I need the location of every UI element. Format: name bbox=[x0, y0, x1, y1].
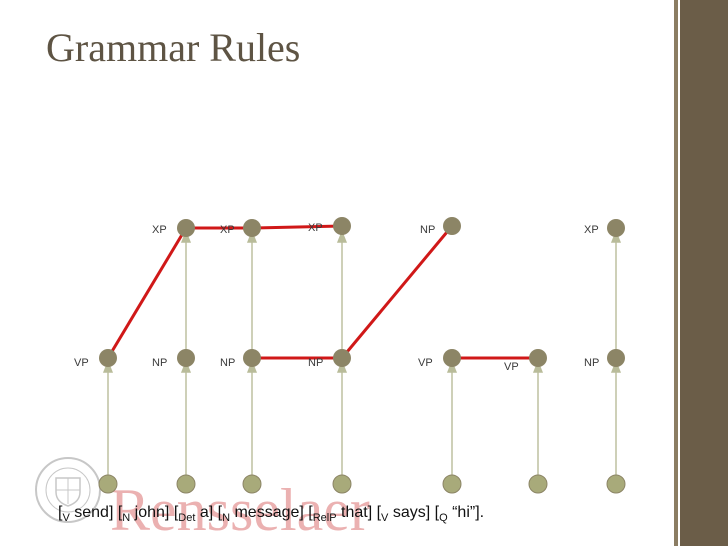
sentence-token: [V says] bbox=[372, 504, 431, 525]
node-top-2 bbox=[243, 219, 261, 237]
mid-label: VP bbox=[504, 361, 519, 373]
slide-title: Grammar Rules bbox=[46, 25, 301, 70]
mid-label: NP bbox=[220, 357, 235, 369]
sidebar-edge bbox=[674, 0, 678, 546]
node-bottom-3 bbox=[242, 474, 262, 494]
node-top-5 bbox=[607, 219, 625, 237]
red-edges bbox=[106, 224, 538, 360]
mid-nodes bbox=[99, 349, 625, 367]
sentence-token: [V send] bbox=[58, 504, 114, 525]
top-nodes bbox=[177, 217, 625, 237]
node-mid-7 bbox=[607, 349, 625, 367]
bottom-nodes bbox=[98, 474, 626, 494]
mid-label: VP bbox=[74, 357, 89, 369]
sidebar-decoration bbox=[680, 0, 728, 546]
node-top-4 bbox=[443, 217, 461, 235]
mid-label: VP bbox=[418, 357, 433, 369]
top-label: XP bbox=[152, 224, 167, 236]
sentence-token: [N john] bbox=[113, 504, 170, 525]
node-mid-2 bbox=[177, 349, 195, 367]
tagged-sentence: [V send] [N john] [Det a] [N message] [R… bbox=[58, 504, 484, 524]
node-mid-3 bbox=[243, 349, 261, 367]
mid-label: NP bbox=[584, 357, 599, 369]
edge-xp-to-xp-2 bbox=[251, 224, 343, 230]
node-mid-1 bbox=[99, 349, 117, 367]
node-top-1 bbox=[177, 219, 195, 237]
edge-np-to-np-top bbox=[340, 225, 454, 359]
sentence-token: [N message] bbox=[213, 504, 304, 525]
sentence-token: [Det a] bbox=[169, 504, 214, 525]
sentence-token: [Q “hi”]. bbox=[430, 504, 485, 525]
node-bottom-7 bbox=[606, 474, 626, 494]
node-bottom-5 bbox=[442, 474, 462, 494]
mid-label: NP bbox=[152, 357, 167, 369]
node-top-3 bbox=[333, 217, 351, 235]
top-label: XP bbox=[584, 224, 599, 236]
mid-labels: VP NP NP NP VP VP NP bbox=[74, 357, 599, 373]
top-labels: XP XP XP NP XP bbox=[152, 222, 599, 236]
node-mid-6 bbox=[529, 349, 547, 367]
sentence-token: [RelP that] bbox=[303, 504, 373, 525]
node-bottom-6 bbox=[528, 474, 548, 494]
rensselaer-seal-logo bbox=[35, 457, 101, 523]
rensselaer-watermark: Rensselaer bbox=[110, 477, 370, 543]
node-mid-5 bbox=[443, 349, 461, 367]
edge-vp-to-xp bbox=[106, 227, 188, 359]
top-label: XP bbox=[220, 224, 235, 236]
node-bottom-1 bbox=[98, 474, 118, 494]
node-bottom-2 bbox=[176, 474, 196, 494]
top-label: XP bbox=[308, 222, 323, 234]
stems bbox=[102, 230, 622, 478]
node-bottom-4 bbox=[332, 474, 352, 494]
node-mid-4 bbox=[333, 349, 351, 367]
mid-label: NP bbox=[308, 357, 323, 369]
top-label: NP bbox=[420, 224, 435, 236]
